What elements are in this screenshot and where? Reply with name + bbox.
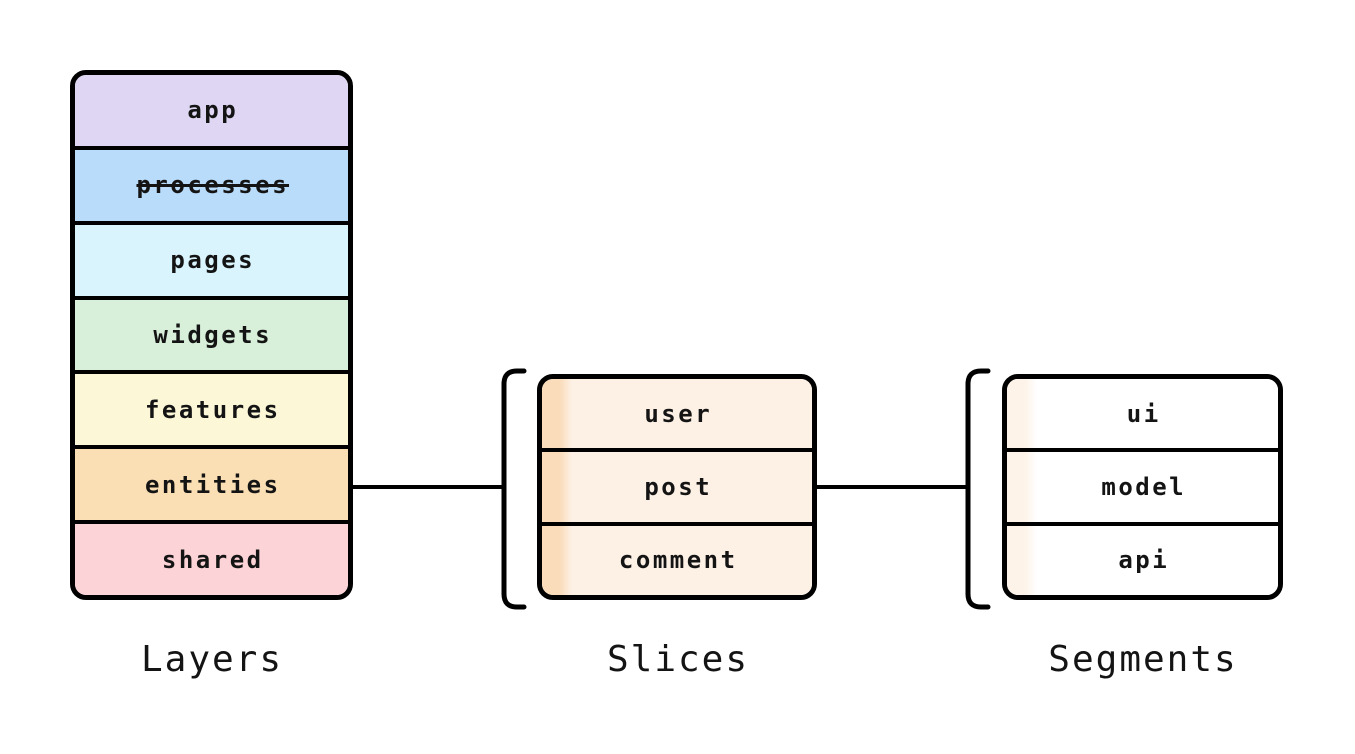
slice-label: comment bbox=[618, 546, 738, 575]
slice-row: post bbox=[542, 448, 812, 522]
connector-line-slices-segments bbox=[817, 485, 968, 489]
layer-row: shared bbox=[75, 520, 348, 595]
layer-label: entities bbox=[144, 470, 281, 499]
segment-row: api bbox=[1007, 521, 1278, 595]
segment-row: ui bbox=[1007, 379, 1278, 449]
segment-label: api bbox=[1118, 546, 1170, 575]
layer-label: app bbox=[187, 96, 239, 125]
layers-stack: app processes pages widgets features ent… bbox=[70, 70, 353, 600]
layer-row: pages bbox=[75, 220, 348, 296]
layer-row: processes bbox=[75, 145, 348, 221]
layer-row: entities bbox=[75, 445, 348, 521]
slices-group-bracket-icon bbox=[501, 368, 527, 610]
segment-label: ui bbox=[1126, 399, 1161, 428]
segment-label: model bbox=[1101, 472, 1187, 501]
segments-stack: ui model api bbox=[1002, 374, 1283, 600]
layer-label: processes bbox=[136, 171, 290, 200]
layer-label: widgets bbox=[153, 321, 273, 349]
slice-label: user bbox=[644, 399, 713, 428]
segments-caption: Segments bbox=[1048, 639, 1238, 680]
slices-stack: user post comment bbox=[537, 374, 817, 600]
slices-caption: Slices bbox=[606, 639, 750, 680]
layer-row: features bbox=[75, 370, 348, 446]
layer-label: features bbox=[144, 395, 281, 424]
slice-label: post bbox=[644, 472, 713, 501]
segments-group-bracket-icon bbox=[965, 368, 991, 610]
layer-row: app bbox=[75, 75, 348, 146]
layer-row: widgets bbox=[75, 295, 348, 371]
layer-label: shared bbox=[161, 545, 264, 574]
segment-row: model bbox=[1007, 448, 1278, 522]
slice-row: comment bbox=[542, 521, 812, 595]
connector-line-entities-slices bbox=[353, 485, 504, 489]
slice-row: user bbox=[542, 379, 812, 449]
layer-label: pages bbox=[170, 246, 256, 275]
layers-caption: Layers bbox=[140, 639, 284, 680]
